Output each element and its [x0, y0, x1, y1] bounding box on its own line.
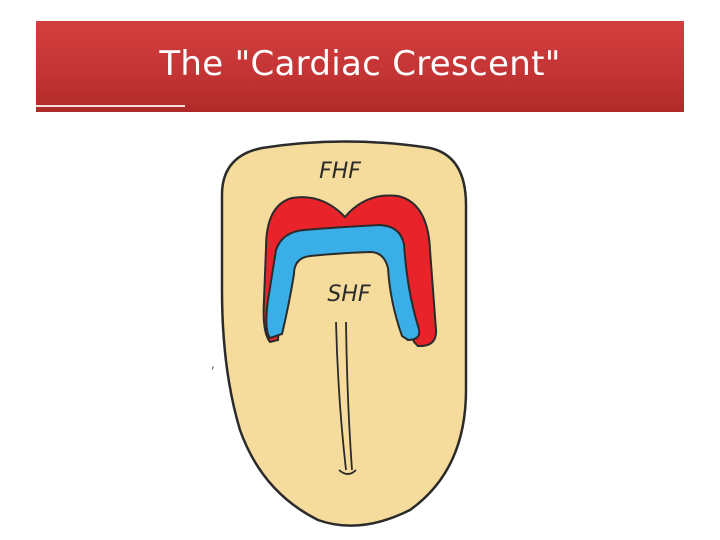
- stray-mark: ,: [211, 357, 215, 371]
- neural-groove: [335, 321, 357, 475]
- shf-crescent: [265, 223, 421, 342]
- fhf-label: FHF: [319, 159, 361, 184]
- title-underline: [36, 105, 185, 107]
- slide-title: The "Cardiac Crescent": [159, 43, 561, 84]
- shf-label: SHF: [327, 282, 371, 307]
- title-bar: The "Cardiac Crescent": [36, 21, 684, 112]
